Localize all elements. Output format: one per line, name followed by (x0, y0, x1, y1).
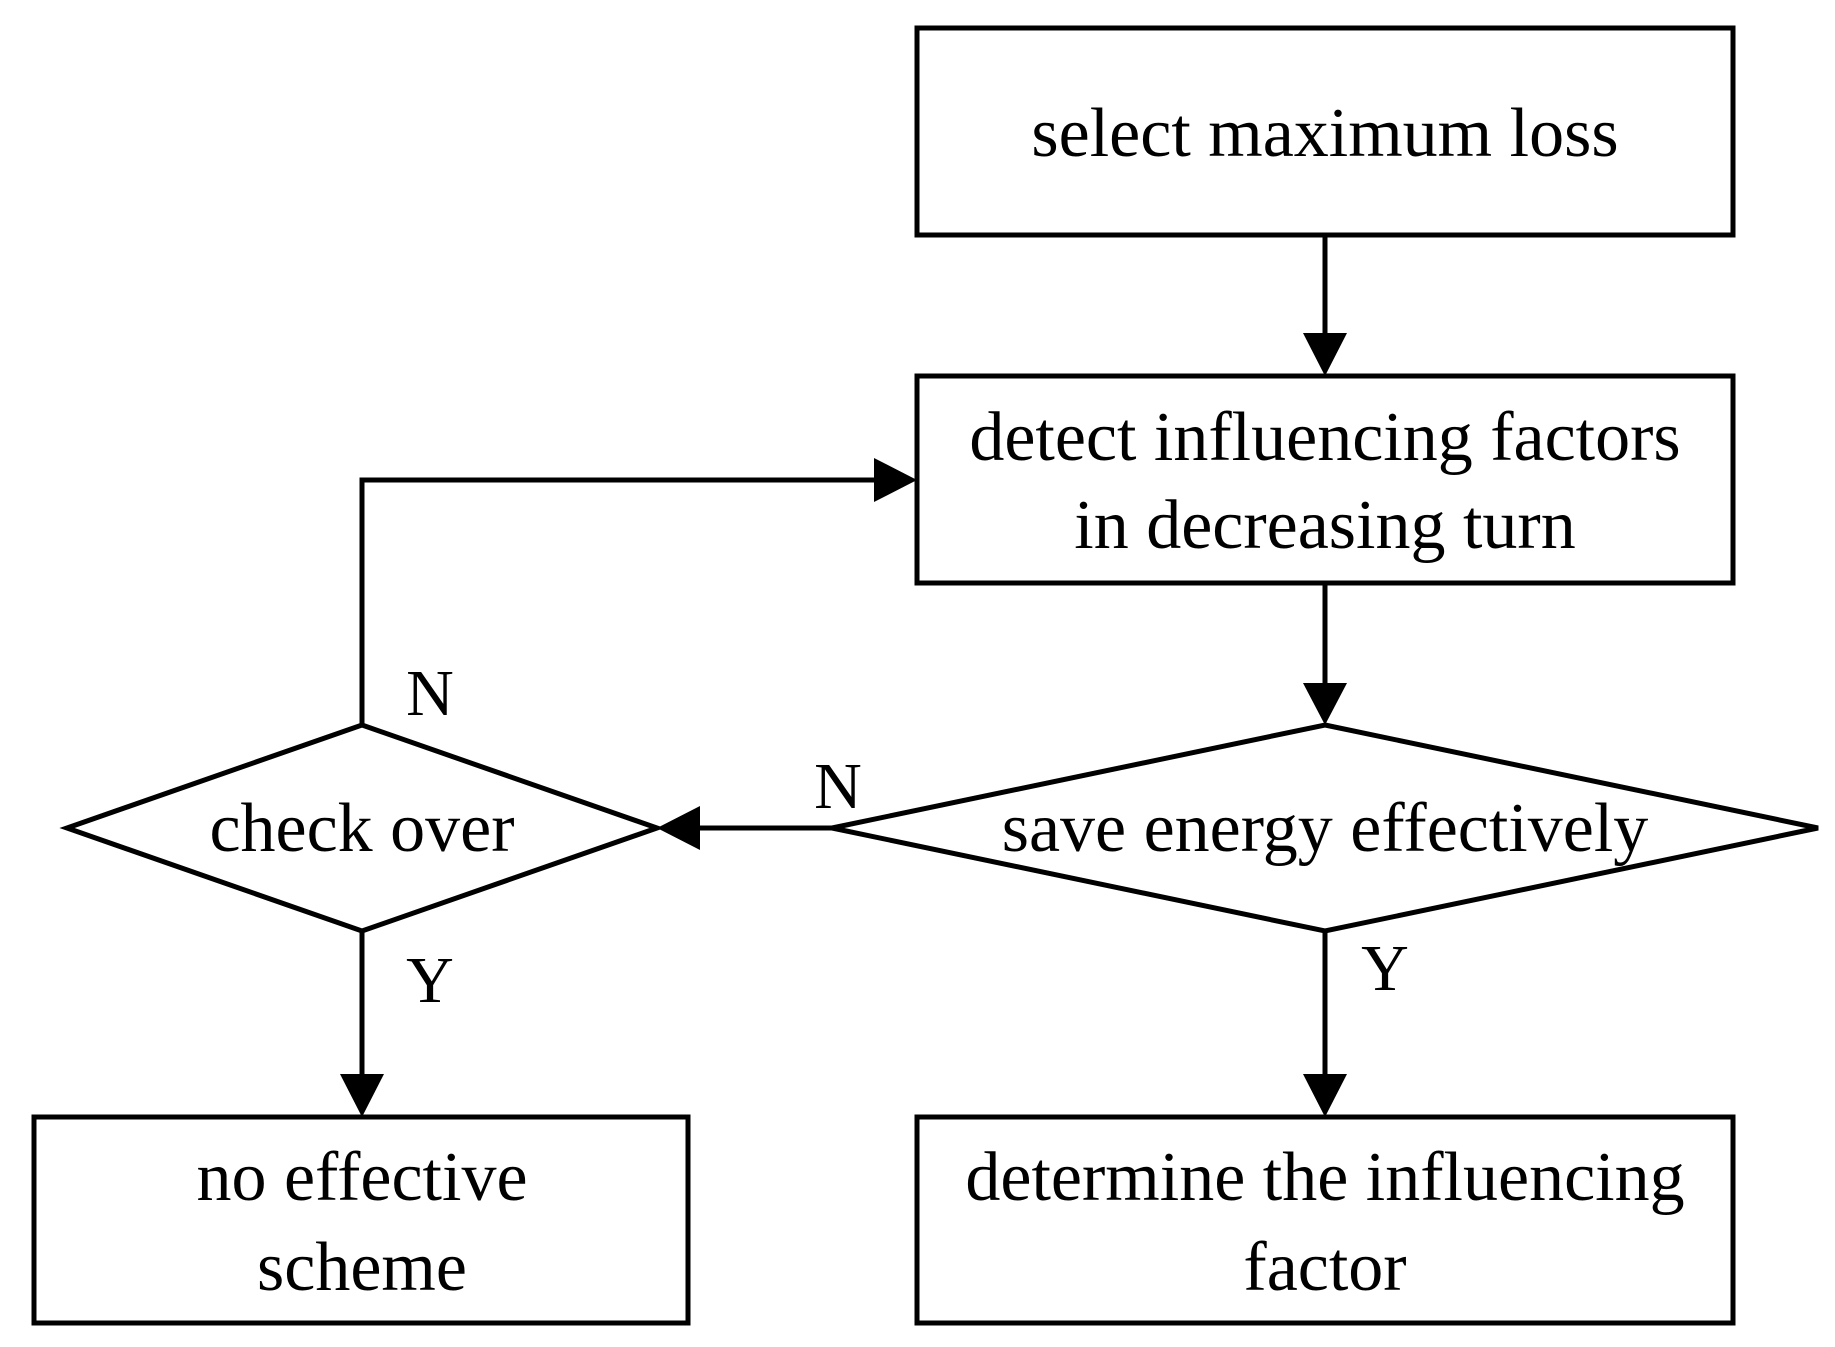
check-no-edge-label: N (406, 657, 454, 730)
detect-to-save-arrowhead (1303, 683, 1347, 725)
check-over-label: check over (209, 790, 514, 867)
detect-influencing-factors-box (914, 373, 1736, 586)
detect-influencing-factors-label-line1: detect influencing factors (969, 399, 1680, 476)
detect-influencing-factors-label-line2: in decreasing turn (1074, 487, 1575, 564)
check-to-detect-connector (359, 477, 880, 725)
select-maximum-loss-box (914, 25, 1736, 238)
check-to-detect-arrowhead (874, 458, 917, 502)
select-maximum-loss-label: select maximum loss (1031, 95, 1618, 172)
check-yes-edge-label: Y (406, 944, 454, 1017)
check-to-none-arrowhead (340, 1074, 384, 1117)
determine-influencing-factor-label-line2: factor (1243, 1229, 1406, 1306)
save-yes-edge-label: Y (1361, 932, 1409, 1005)
no-effective-scheme-label-line2: scheme (257, 1229, 467, 1306)
determine-influencing-factor-label-line1: determine the influencing (965, 1139, 1684, 1216)
save-to-determine-arrowhead (1303, 1074, 1347, 1117)
select-to-detect-arrowhead (1303, 333, 1347, 376)
determine-influencing-factor-box (914, 1114, 1736, 1326)
no-effective-scheme-label-line1: no effective (196, 1139, 527, 1216)
no-effective-scheme-box (31, 1114, 691, 1326)
save-to-check-arrowhead (657, 806, 700, 850)
save-no-edge-label: N (814, 750, 862, 823)
save-energy-label: save energy effectively (1002, 790, 1649, 867)
